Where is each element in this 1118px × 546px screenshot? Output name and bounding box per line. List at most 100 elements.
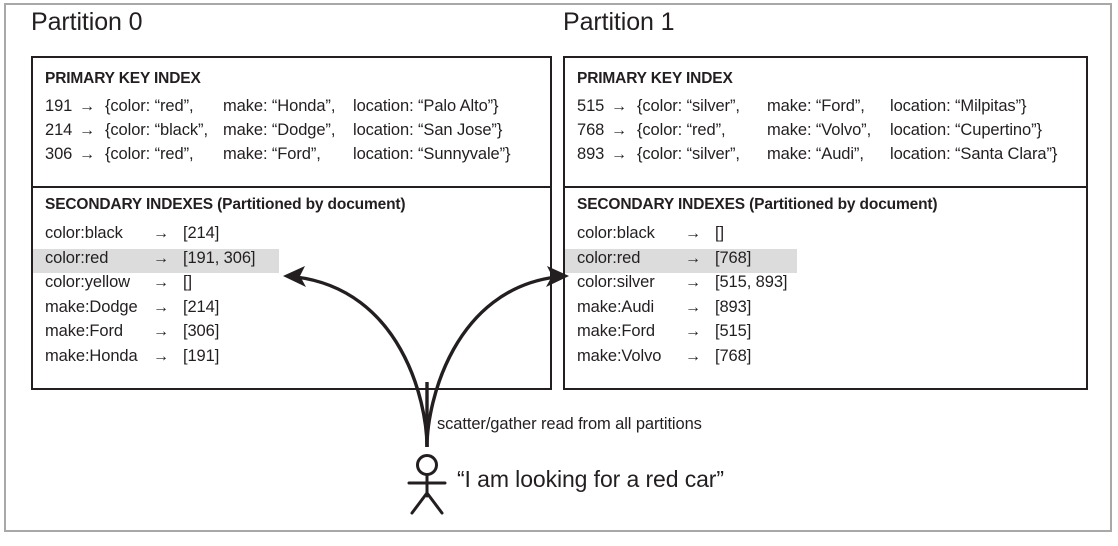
primary-key-make: make: “Dodge”, [223, 121, 336, 139]
maps-to-arrow-icon: → [153, 323, 169, 340]
maps-to-arrow-icon: → [685, 347, 701, 365]
maps-to-arrow-icon: → [685, 225, 701, 242]
primary-key-make: make: “Audi”, [767, 145, 864, 163]
secondary-index-row: make:Audi → [893] [565, 298, 1086, 323]
secondary-index-row: color:silver → [515, 893] [565, 273, 1086, 298]
secondary-index-key: make:Ford [577, 322, 655, 340]
partition-0-box: PRIMARY KEY INDEX 191 → {color: “red”, m… [31, 56, 552, 390]
secondary-index-key: color:silver [577, 273, 655, 291]
primary-key-id: 768 [577, 121, 605, 139]
primary-key-location: location: “Milpitas”} [890, 97, 1027, 115]
maps-to-arrow-icon: → [153, 225, 169, 242]
secondary-index-value: [214] [183, 297, 220, 316]
secondary-index-value: [768] [715, 248, 752, 267]
secondary-index-key: color:black [45, 224, 123, 242]
maps-to-arrow-icon: → [79, 146, 95, 163]
primary-key-location: location: “San Jose”} [353, 121, 503, 139]
primary-key-make: make: “Volvo”, [767, 121, 872, 139]
secondary-index-value: [191, 306] [183, 248, 256, 267]
maps-to-arrow-icon: → [611, 122, 627, 139]
primary-key-row: 768 → {color: “red”, make: “Volvo”, loca… [577, 121, 1057, 145]
secondary-index-key: color:red [577, 248, 641, 267]
partition-1-section-divider [565, 186, 1086, 188]
maps-to-arrow-icon: → [611, 98, 627, 115]
primary-key-id: 191 [45, 97, 73, 115]
primary-key-location: location: “Cupertino”} [890, 121, 1042, 139]
secondary-index-row: make:Ford → [306] [33, 322, 550, 347]
partition-0-secondary-indexes-header: SECONDARY INDEXES (Partitioned by docume… [45, 196, 406, 213]
secondary-index-value: [306] [183, 322, 220, 340]
primary-key-row: 306 → {color: “red”, make: “Ford”, locat… [45, 145, 511, 169]
secondary-index-key: color:black [577, 224, 655, 242]
maps-to-arrow-icon: → [153, 274, 169, 291]
primary-key-id: 306 [45, 145, 73, 163]
partition-0-secondary-index-rows: color:black → [214] color:red → [191, 30… [33, 224, 550, 371]
partition-0-primary-key-index-header: PRIMARY KEY INDEX [45, 70, 201, 87]
secondary-index-value: [515, 893] [715, 273, 788, 291]
secondary-index-key: color:red [45, 248, 109, 267]
user-query-quote: “I am looking for a red car” [457, 466, 724, 492]
primary-key-color: {color: “silver”, [637, 97, 740, 115]
maps-to-arrow-icon: → [153, 347, 169, 365]
primary-key-id: 515 [577, 97, 605, 115]
primary-key-make: make: “Honda”, [223, 97, 336, 115]
primary-key-color: {color: “red”, [105, 97, 194, 115]
maps-to-arrow-icon: → [685, 249, 701, 267]
secondary-index-key: make:Audi [577, 297, 655, 316]
primary-key-id: 893 [577, 145, 605, 163]
scatter-gather-label: scatter/gather read from all partitions [437, 415, 702, 433]
secondary-index-value: [214] [183, 224, 220, 242]
secondary-index-value: [] [715, 224, 724, 242]
maps-to-arrow-icon: → [79, 122, 95, 139]
primary-key-color: {color: “red”, [637, 121, 726, 139]
partition-1-secondary-indexes-header: SECONDARY INDEXES (Partitioned by docume… [577, 196, 938, 213]
secondary-index-key: color:yellow [45, 273, 130, 291]
primary-key-location: location: “Santa Clara”} [890, 145, 1058, 163]
secondary-index-row: color:black → [214] [33, 224, 550, 249]
maps-to-arrow-icon: → [153, 298, 169, 316]
partition-0-title: Partition 0 [31, 8, 143, 36]
partition-1-title: Partition 1 [563, 8, 675, 36]
maps-to-arrow-icon: → [79, 98, 95, 115]
secondary-index-row: make:Dodge → [214] [33, 298, 550, 323]
primary-key-row: 515 → {color: “silver”, make: “Ford”, lo… [577, 97, 1057, 121]
secondary-index-value: [191] [183, 346, 220, 365]
primary-key-row: 191 → {color: “red”, make: “Honda”, loca… [45, 97, 510, 121]
partition-1-secondary-index-rows: color:black → [] color:red → [768] color… [565, 224, 1086, 371]
maps-to-arrow-icon: → [685, 274, 701, 291]
primary-key-make: make: “Ford”, [767, 97, 865, 115]
primary-key-row: 214 → {color: “black”, make: “Dodge”, lo… [45, 121, 510, 145]
partition-1-primary-key-rows: 515 → {color: “silver”, make: “Ford”, lo… [577, 97, 1057, 169]
maps-to-arrow-icon: → [685, 298, 701, 316]
secondary-index-key: make:Ford [45, 322, 123, 340]
secondary-index-row-highlighted: color:red → [768] [565, 248, 797, 273]
secondary-index-row-highlighted: color:red → [191, 306] [33, 248, 279, 273]
partition-1-primary-key-index-header: PRIMARY KEY INDEX [577, 70, 733, 87]
secondary-index-value: [893] [715, 297, 752, 316]
primary-key-make: make: “Ford”, [223, 145, 321, 163]
secondary-index-value: [768] [715, 346, 752, 365]
partition-0-section-divider [33, 186, 550, 188]
secondary-index-row: color:black → [] [565, 224, 1086, 249]
secondary-index-value: [] [183, 273, 192, 291]
partition-0-primary-key-rows: 191 → {color: “red”, make: “Honda”, loca… [45, 97, 511, 169]
secondary-index-value: [515] [715, 322, 752, 340]
primary-key-color: {color: “black”, [105, 121, 208, 139]
secondary-index-row: make:Volvo → [768] [565, 347, 1086, 372]
primary-key-color: {color: “silver”, [637, 145, 740, 163]
primary-key-location: location: “Sunnyvale”} [353, 145, 511, 163]
secondary-index-row: make:Ford → [515] [565, 322, 1086, 347]
secondary-index-key: make:Dodge [45, 297, 138, 316]
secondary-index-key: make:Volvo [577, 346, 662, 365]
partition-1-box: PRIMARY KEY INDEX 515 → {color: “silver”… [563, 56, 1088, 390]
secondary-index-row: make:Honda → [191] [33, 347, 550, 372]
secondary-index-row: color:yellow → [] [33, 273, 550, 298]
secondary-index-key: make:Honda [45, 346, 138, 365]
maps-to-arrow-icon: → [685, 323, 701, 340]
primary-key-color: {color: “red”, [105, 145, 194, 163]
primary-key-location: location: “Palo Alto”} [353, 97, 499, 115]
primary-key-row: 893 → {color: “silver”, make: “Audi”, lo… [577, 145, 1057, 169]
primary-key-id: 214 [45, 121, 73, 139]
maps-to-arrow-icon: → [611, 146, 627, 163]
